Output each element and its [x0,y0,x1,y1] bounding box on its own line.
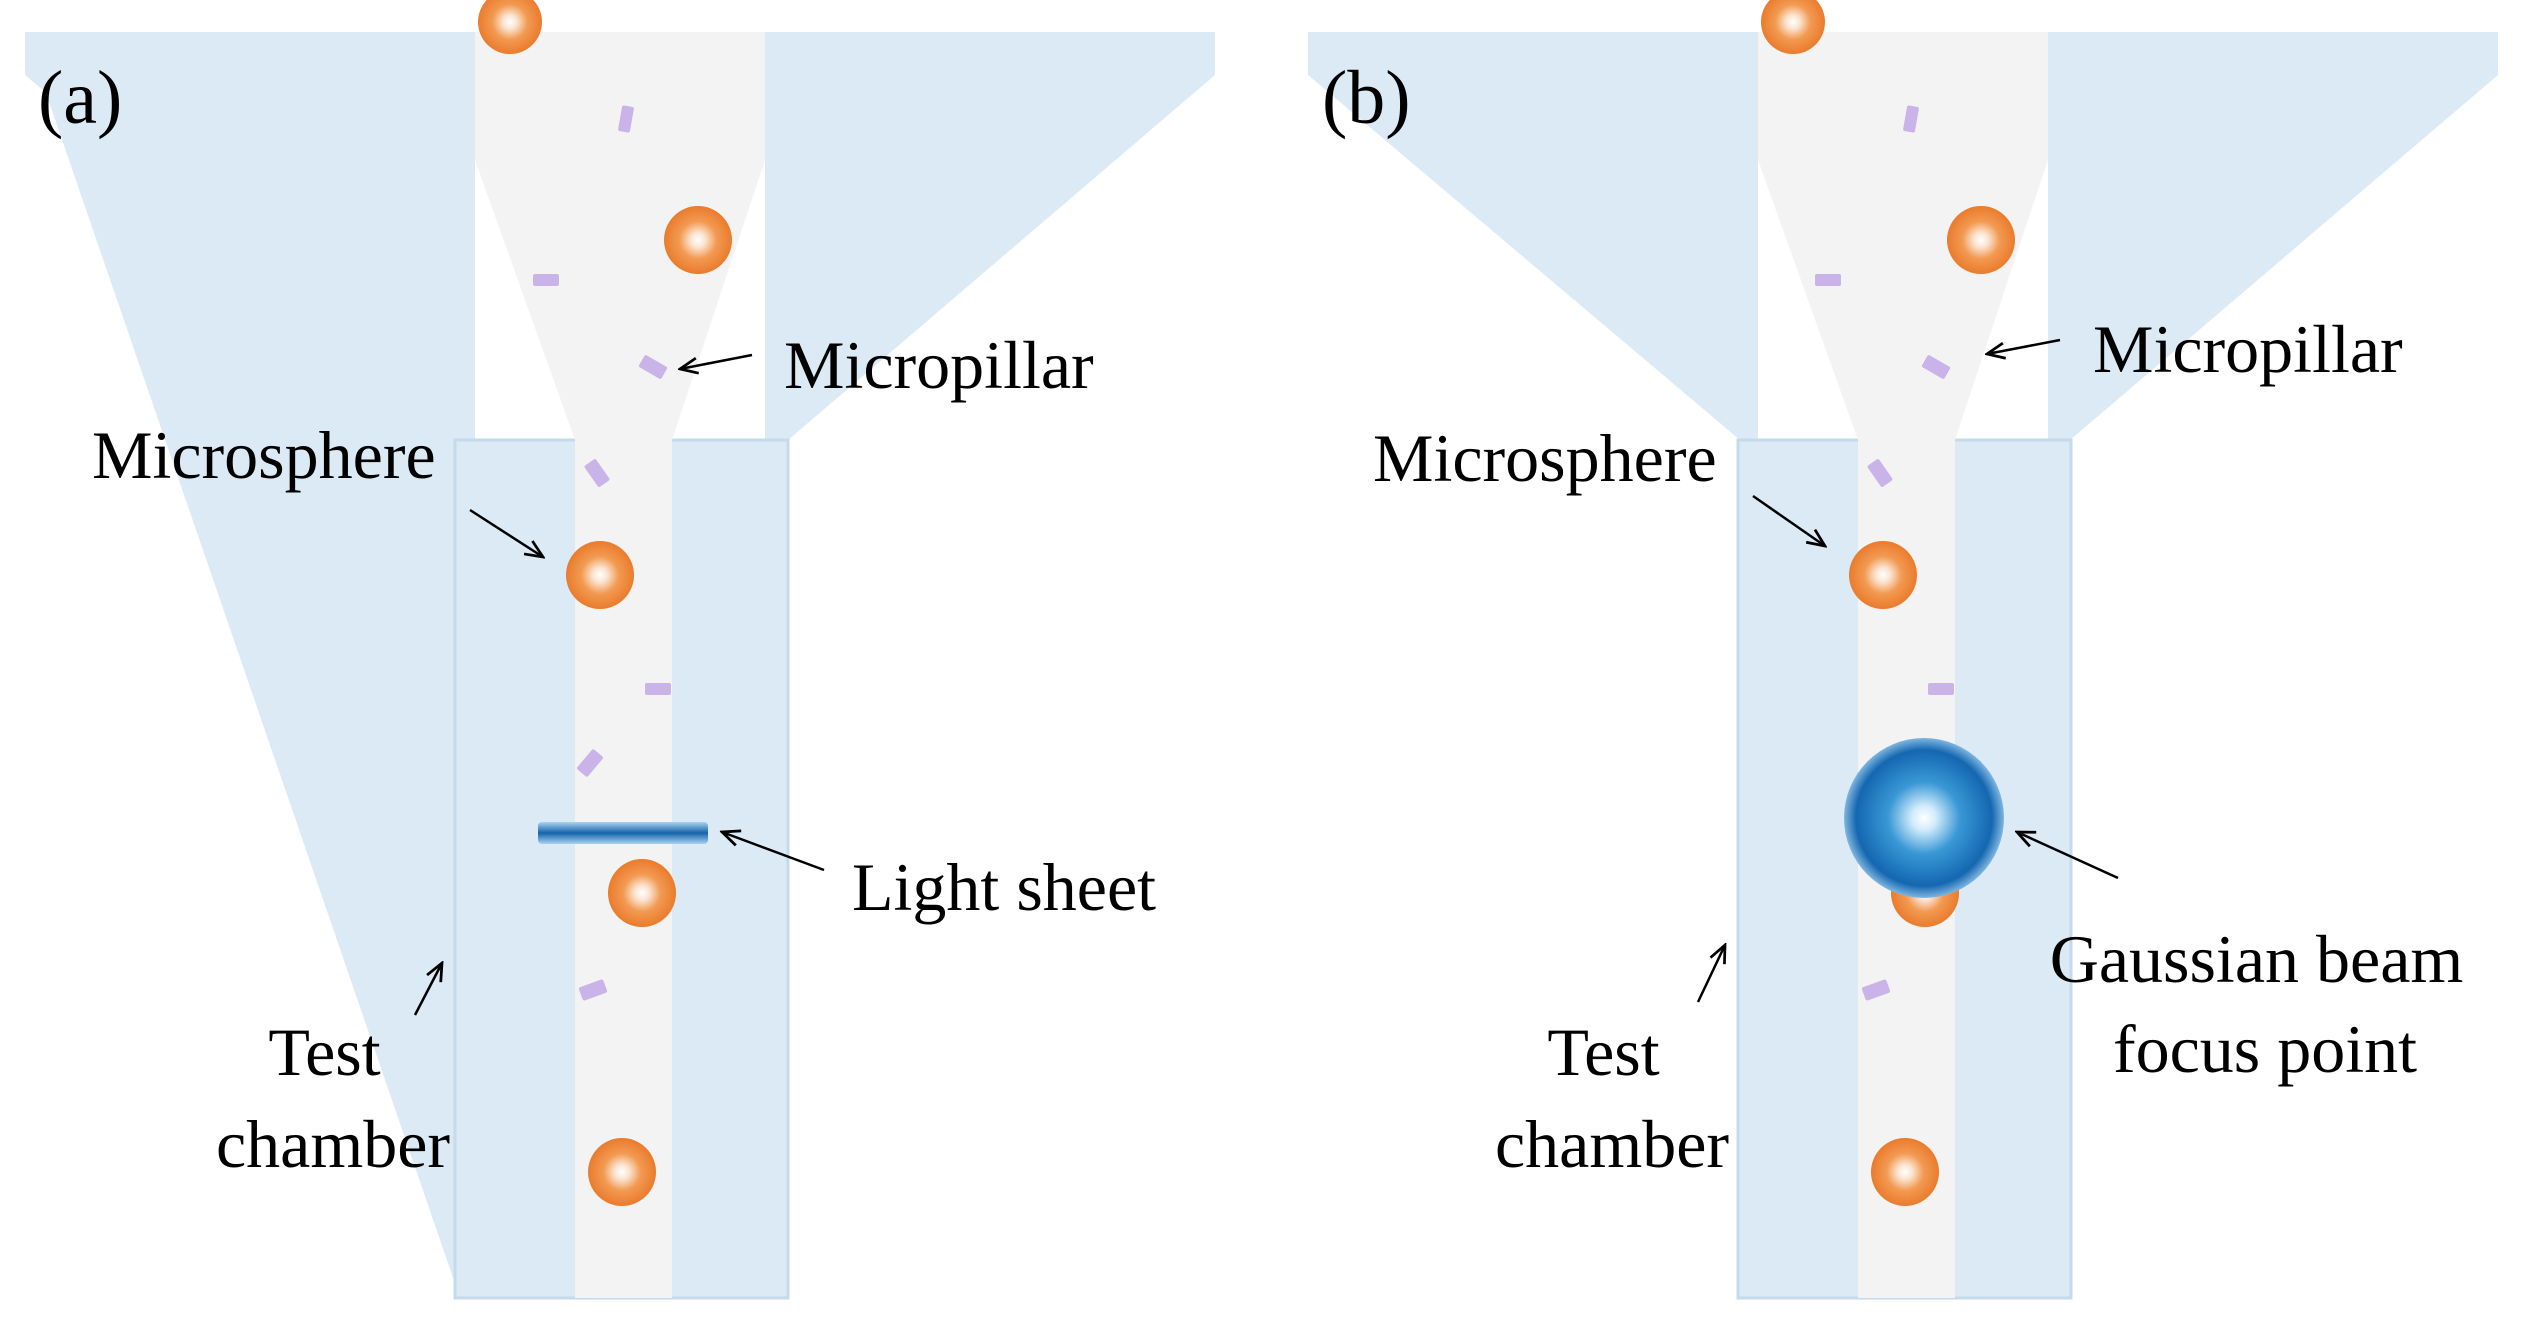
micropillar [1815,274,1841,286]
microsphere [664,206,732,274]
micropillar-group [533,105,671,1001]
test-chamber-arrow [1696,945,1725,1003]
panel-b: (b) Micropillar Microsphere Gaussian bea… [1308,0,2498,1300]
micropillar-arrow [680,353,753,369]
test-chamber-line-2: chamber [216,1106,450,1182]
micropillar [1903,105,1919,133]
micropillar [533,274,559,286]
sample-channel [1758,32,2048,1298]
test-chamber-line-1: Test [1547,1014,1659,1090]
gaussian-beam-focus [1844,738,2004,898]
beam-label: Gaussian beam focus point [2050,921,2481,1087]
micropillar [1921,355,1951,379]
gaussian-beam-arrow [2017,832,2119,880]
test-chamber [25,32,1215,1300]
beam-label: Light sheet [852,849,1156,925]
test-chamber-arrow [413,963,442,1016]
micropillar [618,105,634,133]
sample-channel [475,32,765,1298]
micropillar-arrow [1987,338,2061,354]
test-chamber-line-2: chamber [1495,1106,1729,1182]
microsphere-group [1761,0,2015,1206]
test-chamber-line-1: Test [268,1014,380,1090]
light-sheet-beam [538,822,708,844]
micropillar [1867,459,1893,487]
micropillar-label: Micropillar [784,327,1094,403]
microsphere [1761,0,1825,54]
micropillar [1861,979,1891,1001]
panel-a: (a) Micropillar Microsphere Light sheet … [25,0,1215,1300]
test-chamber-label: Test chamber [1495,1014,1729,1182]
micropillar [645,683,671,695]
micropillar [584,459,610,487]
microsphere [1849,541,1917,609]
micropillar-group [1815,105,1954,1001]
beam-label-line-2: focus point [2113,1011,2417,1087]
beam-label-line-1: Gaussian beam [2050,921,2464,997]
microsphere [1947,206,2015,274]
microsphere-label: Microsphere [92,417,436,493]
microsphere [478,0,542,54]
light-sheet-arrow [722,832,825,872]
microsphere [588,1138,656,1206]
microsphere [608,859,676,927]
microsphere-arrow [1752,494,1825,546]
beam-label-line: Light sheet [852,849,1156,925]
micropillar [1928,683,1954,695]
panel-label: (a) [38,56,122,140]
micropillar [578,979,608,1001]
microsphere-label: Microsphere [1373,420,1717,496]
panel-label: (b) [1322,56,1411,140]
test-chamber-label: Test chamber [216,1014,450,1182]
microsphere-arrow [469,508,543,557]
micropillar [577,749,603,777]
microsphere [566,541,634,609]
micropillar-label: Micropillar [2093,311,2403,387]
microsphere-group [478,0,732,1206]
micropillar [638,355,668,379]
microsphere [1871,1138,1939,1206]
